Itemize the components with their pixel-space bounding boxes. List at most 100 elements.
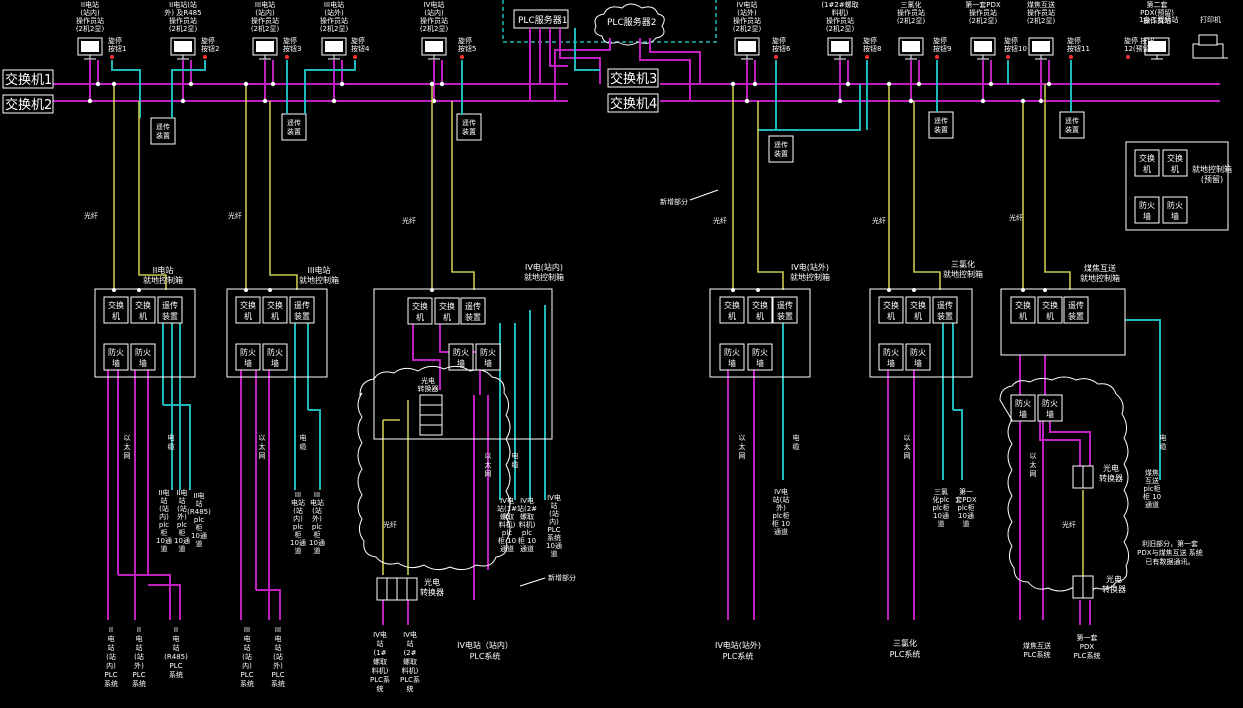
switch-device[interactable]	[719, 296, 745, 324]
channel-label: 10通	[174, 536, 190, 545]
firewall-device[interactable]	[475, 343, 501, 371]
plc-system-label: IV电站（站内）	[457, 640, 513, 650]
remote-device[interactable]	[928, 111, 954, 139]
switch-device[interactable]	[130, 296, 156, 324]
firewall-device[interactable]	[1010, 394, 1036, 422]
switch-device[interactable]	[1010, 296, 1036, 324]
monitor-icon[interactable]	[1028, 37, 1054, 60]
switch-device[interactable]	[1037, 296, 1063, 324]
sync-button-dot[interactable]	[353, 55, 357, 59]
switch-device[interactable]	[1162, 149, 1188, 177]
remote-device[interactable]	[281, 113, 307, 141]
remote-device[interactable]	[289, 296, 315, 324]
firewall-device[interactable]	[747, 343, 773, 371]
sync-button-dot[interactable]	[460, 55, 464, 59]
cabinet-label: 就地控制箱	[143, 275, 183, 285]
monitor-icon[interactable]	[321, 37, 347, 60]
station-label: (2机2显)	[733, 24, 762, 33]
bus-node	[331, 98, 337, 104]
station-label: (站内)	[80, 8, 100, 17]
station-label: (站外)	[737, 8, 757, 17]
monitor-icon[interactable]	[970, 37, 996, 60]
remote-device[interactable]	[768, 135, 794, 163]
switch-4[interactable]	[607, 93, 659, 113]
monitor-icon[interactable]	[77, 37, 103, 60]
remote-device[interactable]	[460, 297, 486, 325]
monitor-icon[interactable]	[898, 37, 924, 60]
firewall-device[interactable]	[103, 343, 129, 371]
monitor-icon[interactable]	[252, 37, 278, 60]
sync-button-dot[interactable]	[1069, 55, 1073, 59]
station-label: (2机2显)	[897, 16, 926, 25]
switch-device[interactable]	[878, 296, 904, 324]
remote-device[interactable]	[456, 113, 482, 141]
remote-device[interactable]	[1059, 111, 1085, 139]
wire	[1019, 355, 1046, 395]
firewall-device[interactable]	[1162, 196, 1188, 224]
monitor-icon[interactable]	[734, 37, 760, 60]
firewall-device[interactable]	[878, 343, 904, 371]
switch-device[interactable]	[1134, 149, 1160, 177]
channel-label: plc	[293, 523, 303, 531]
plc-system-label: PLC系	[370, 675, 390, 684]
firewall-device[interactable]	[1134, 196, 1160, 224]
local-control-cabinet[interactable]	[1000, 288, 1126, 356]
firewall-device[interactable]	[448, 343, 474, 371]
channel-label: (站	[293, 506, 303, 515]
firewall-device[interactable]	[719, 343, 745, 371]
switch-device[interactable]	[262, 296, 288, 324]
firewall-device[interactable]	[235, 343, 261, 371]
switch-2[interactable]	[2, 94, 54, 114]
channel-label: 外)	[177, 512, 187, 521]
firewall-device[interactable]	[130, 343, 156, 371]
station-label: (2机2显)	[251, 24, 280, 33]
channel-label: plc柜	[957, 503, 974, 512]
printer-icon[interactable]	[1192, 34, 1228, 59]
plc-system-label: IV电站(站外)	[715, 640, 761, 650]
sync-button-dot[interactable]	[203, 55, 207, 59]
sync-button-dot[interactable]	[774, 55, 778, 59]
switch-device[interactable]	[434, 297, 460, 325]
sync-button-dot[interactable]	[110, 55, 114, 59]
sync-button-dot[interactable]	[1006, 55, 1010, 59]
local-control-cabinet[interactable]	[709, 288, 811, 378]
reserve-cabinet[interactable]	[1125, 141, 1229, 231]
ethernet-label: 网	[1030, 470, 1037, 478]
switch-device[interactable]	[747, 296, 773, 324]
monitor-icon[interactable]	[421, 37, 447, 60]
monitor-icon[interactable]	[827, 37, 853, 60]
firewall-device[interactable]	[1037, 394, 1063, 422]
local-control-cabinet[interactable]	[869, 288, 973, 378]
firewall-device[interactable]	[262, 343, 288, 371]
sync-button-dot[interactable]	[1126, 55, 1130, 59]
local-control-cabinet[interactable]	[94, 288, 196, 378]
monitor-icon[interactable]	[170, 37, 196, 60]
station-label: IV电站	[737, 0, 758, 9]
printer-label: 打印机	[1200, 15, 1221, 24]
remote-device-label: 遥传	[934, 116, 948, 125]
remote-device-label: 装置	[287, 127, 301, 136]
firewall-device[interactable]	[905, 343, 931, 371]
channel-label: 柜	[196, 523, 203, 532]
sync-button-dot[interactable]	[935, 55, 939, 59]
new-added-label-2: 新增部分	[548, 573, 576, 582]
remote-device[interactable]	[1063, 296, 1089, 324]
local-control-cabinet[interactable]	[373, 288, 553, 440]
sync-button-dot[interactable]	[865, 55, 869, 59]
remote-device[interactable]	[157, 296, 183, 324]
remote-device[interactable]	[772, 296, 798, 324]
switch-device[interactable]	[103, 296, 129, 324]
remote-device[interactable]	[932, 296, 958, 324]
switch-3[interactable]	[607, 68, 659, 88]
switch-1[interactable]	[2, 69, 54, 89]
monitor-icon[interactable]	[1144, 37, 1170, 60]
channel-label: (R485)	[187, 508, 211, 516]
sync-button-dot[interactable]	[285, 55, 289, 59]
switch-device[interactable]	[905, 296, 931, 324]
wire	[148, 584, 181, 620]
local-control-cabinet[interactable]	[226, 288, 328, 378]
switch-device[interactable]	[407, 297, 433, 325]
remote-device[interactable]	[150, 117, 176, 145]
switch-device[interactable]	[235, 296, 261, 324]
